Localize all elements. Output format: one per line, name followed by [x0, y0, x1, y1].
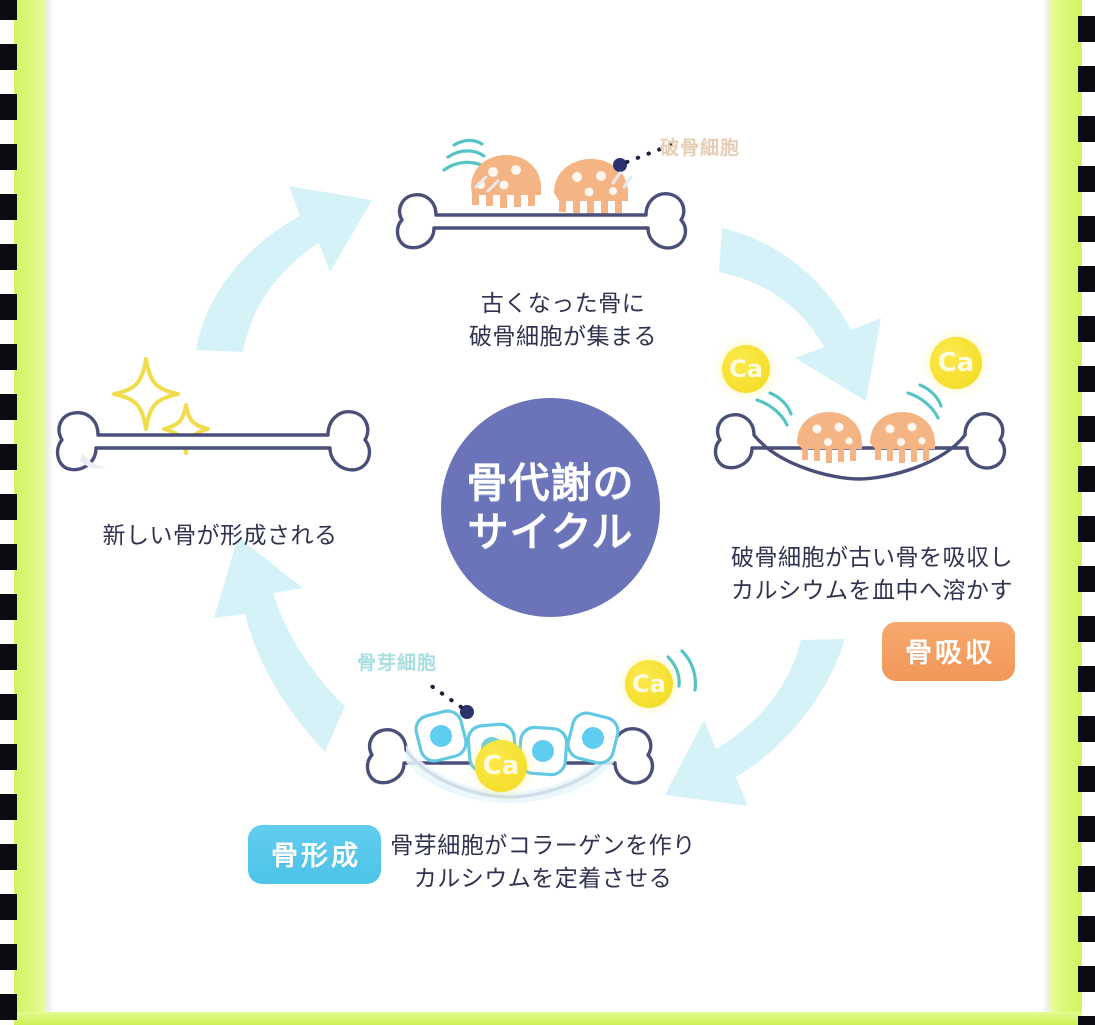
border-notch — [1078, 516, 1095, 542]
arrow-left-to-top — [196, 186, 372, 352]
arrow-top-to-right — [719, 228, 881, 401]
caption-step-right: 破骨細胞が古い骨を吸収し カルシウムを血中へ溶かす — [731, 545, 1013, 604]
step-right: Ca Ca 破骨細胞が古い骨を吸収し カルシウムを血中へ溶かす 骨吸収 — [712, 335, 1042, 681]
border-notch — [1078, 666, 1095, 692]
ca-bubble-label: Ca — [632, 670, 666, 698]
border-notch — [0, 794, 17, 820]
border-notch — [1078, 466, 1095, 492]
border-notch — [0, 294, 17, 320]
border-notch — [1078, 716, 1095, 742]
paper-edge-shadow-left — [46, 0, 54, 1012]
ca-bubble-label: Ca — [937, 348, 975, 378]
bone-highlight — [80, 453, 106, 469]
motion-lines-icon — [755, 383, 943, 427]
center-title-line1: 骨代謝の — [466, 459, 635, 508]
ca-bubble: Ca — [475, 740, 527, 792]
border-notch — [0, 494, 17, 520]
ca-bubble-label: Ca — [729, 355, 763, 383]
border-notch — [0, 744, 17, 770]
badge-bone-resorption-wrap: 骨吸収 — [882, 622, 1015, 681]
border-notch — [1078, 366, 1095, 392]
border-notch — [0, 594, 17, 620]
step-left: 新しい骨が形成される — [55, 345, 380, 575]
bone-highlight — [474, 171, 633, 193]
osteoclast-cell — [870, 412, 935, 463]
step-top: 破骨細胞 古くなった骨に 破骨細胞が集まる — [395, 115, 739, 355]
border-notch — [1078, 316, 1095, 342]
border-notch — [0, 644, 17, 670]
border-notch — [0, 994, 17, 1020]
border-notch — [0, 144, 17, 170]
ca-bubble-label: Ca — [482, 751, 520, 781]
border-notch — [0, 544, 17, 570]
center-circle: 骨代謝の サイクル — [441, 398, 660, 617]
border-notch — [0, 694, 17, 720]
bone-shape — [395, 171, 688, 250]
border-notch — [1078, 16, 1095, 42]
step-bottom: Ca Ca 骨芽細胞 骨芽細胞がコラーゲンを作り カルシウムを定着させる 骨形成 — [248, 645, 710, 905]
step-top-illustration — [395, 138, 688, 250]
ca-bubble: Ca — [930, 337, 982, 389]
border-notch — [0, 94, 17, 120]
border-notch — [1078, 1016, 1095, 1025]
label-osteoclast-top: 破骨細胞 — [660, 137, 741, 159]
bone-shape-new — [55, 410, 372, 472]
border-strip-bottom — [14, 1012, 1082, 1025]
badge-bone-resorption: 骨吸収 — [882, 622, 1015, 681]
ca-bubble: Ca — [722, 345, 770, 393]
ca-bubble: Ca — [625, 660, 673, 708]
osteoblast-cell — [566, 711, 620, 765]
border-notch — [1078, 416, 1095, 442]
caption-step-left: 新しい骨が形成される — [102, 523, 338, 549]
arrow-bottom-to-left — [214, 537, 345, 752]
border-notch — [1078, 766, 1095, 792]
center-title-line2: サイクル — [467, 507, 634, 556]
border-notch — [1078, 66, 1095, 92]
border-notch — [0, 844, 17, 870]
border-strip-right — [1050, 0, 1082, 1025]
border-notch — [0, 44, 17, 70]
osteoclast-cell — [471, 155, 541, 208]
border-notch — [1078, 116, 1095, 142]
step-left-illustration — [55, 357, 372, 472]
border-notch — [0, 194, 17, 220]
border-notch — [0, 344, 17, 370]
border-notch — [1078, 616, 1095, 642]
callout-anchor-dot — [460, 705, 474, 719]
osteoclast-cell — [554, 159, 628, 215]
badge-bone-formation-wrap: 骨形成 — [248, 825, 381, 884]
border-notch — [1078, 566, 1095, 592]
border-notch — [1078, 166, 1095, 192]
label-osteoblast: 骨芽細胞 — [357, 652, 438, 674]
border-notch — [1078, 966, 1095, 992]
caption-step-bottom: 骨芽細胞がコラーゲンを作り カルシウムを定着させる — [390, 833, 696, 892]
border-notch — [0, 394, 17, 420]
motion-lines-icon — [666, 649, 698, 692]
caption-step-top: 古くなった骨に 破骨細胞が集まる — [469, 291, 657, 350]
osteoclast-cell — [797, 412, 862, 463]
border-notch — [0, 0, 17, 20]
border-strip-left — [14, 0, 46, 1025]
border-notch — [1078, 916, 1095, 942]
arrow-right-to-bottom — [665, 639, 845, 806]
badge-bone-formation: 骨形成 — [248, 825, 381, 884]
border-notch — [0, 444, 17, 470]
paper-edge-shadow-right — [1042, 0, 1050, 1012]
border-notch — [1078, 816, 1095, 842]
border-notch — [0, 244, 17, 270]
sparkle-icon — [112, 357, 210, 455]
step-right-illustration — [713, 383, 1007, 481]
border-notch — [0, 944, 17, 970]
bone-shape-resorbed — [713, 412, 1007, 481]
border-notch — [0, 894, 17, 920]
callout-anchor-dot — [613, 158, 627, 172]
osteoblast-cell — [414, 709, 468, 763]
border-notch — [1078, 866, 1095, 892]
border-notch — [1078, 216, 1095, 242]
callout-leader-line — [428, 683, 463, 709]
border-notch — [1078, 266, 1095, 292]
